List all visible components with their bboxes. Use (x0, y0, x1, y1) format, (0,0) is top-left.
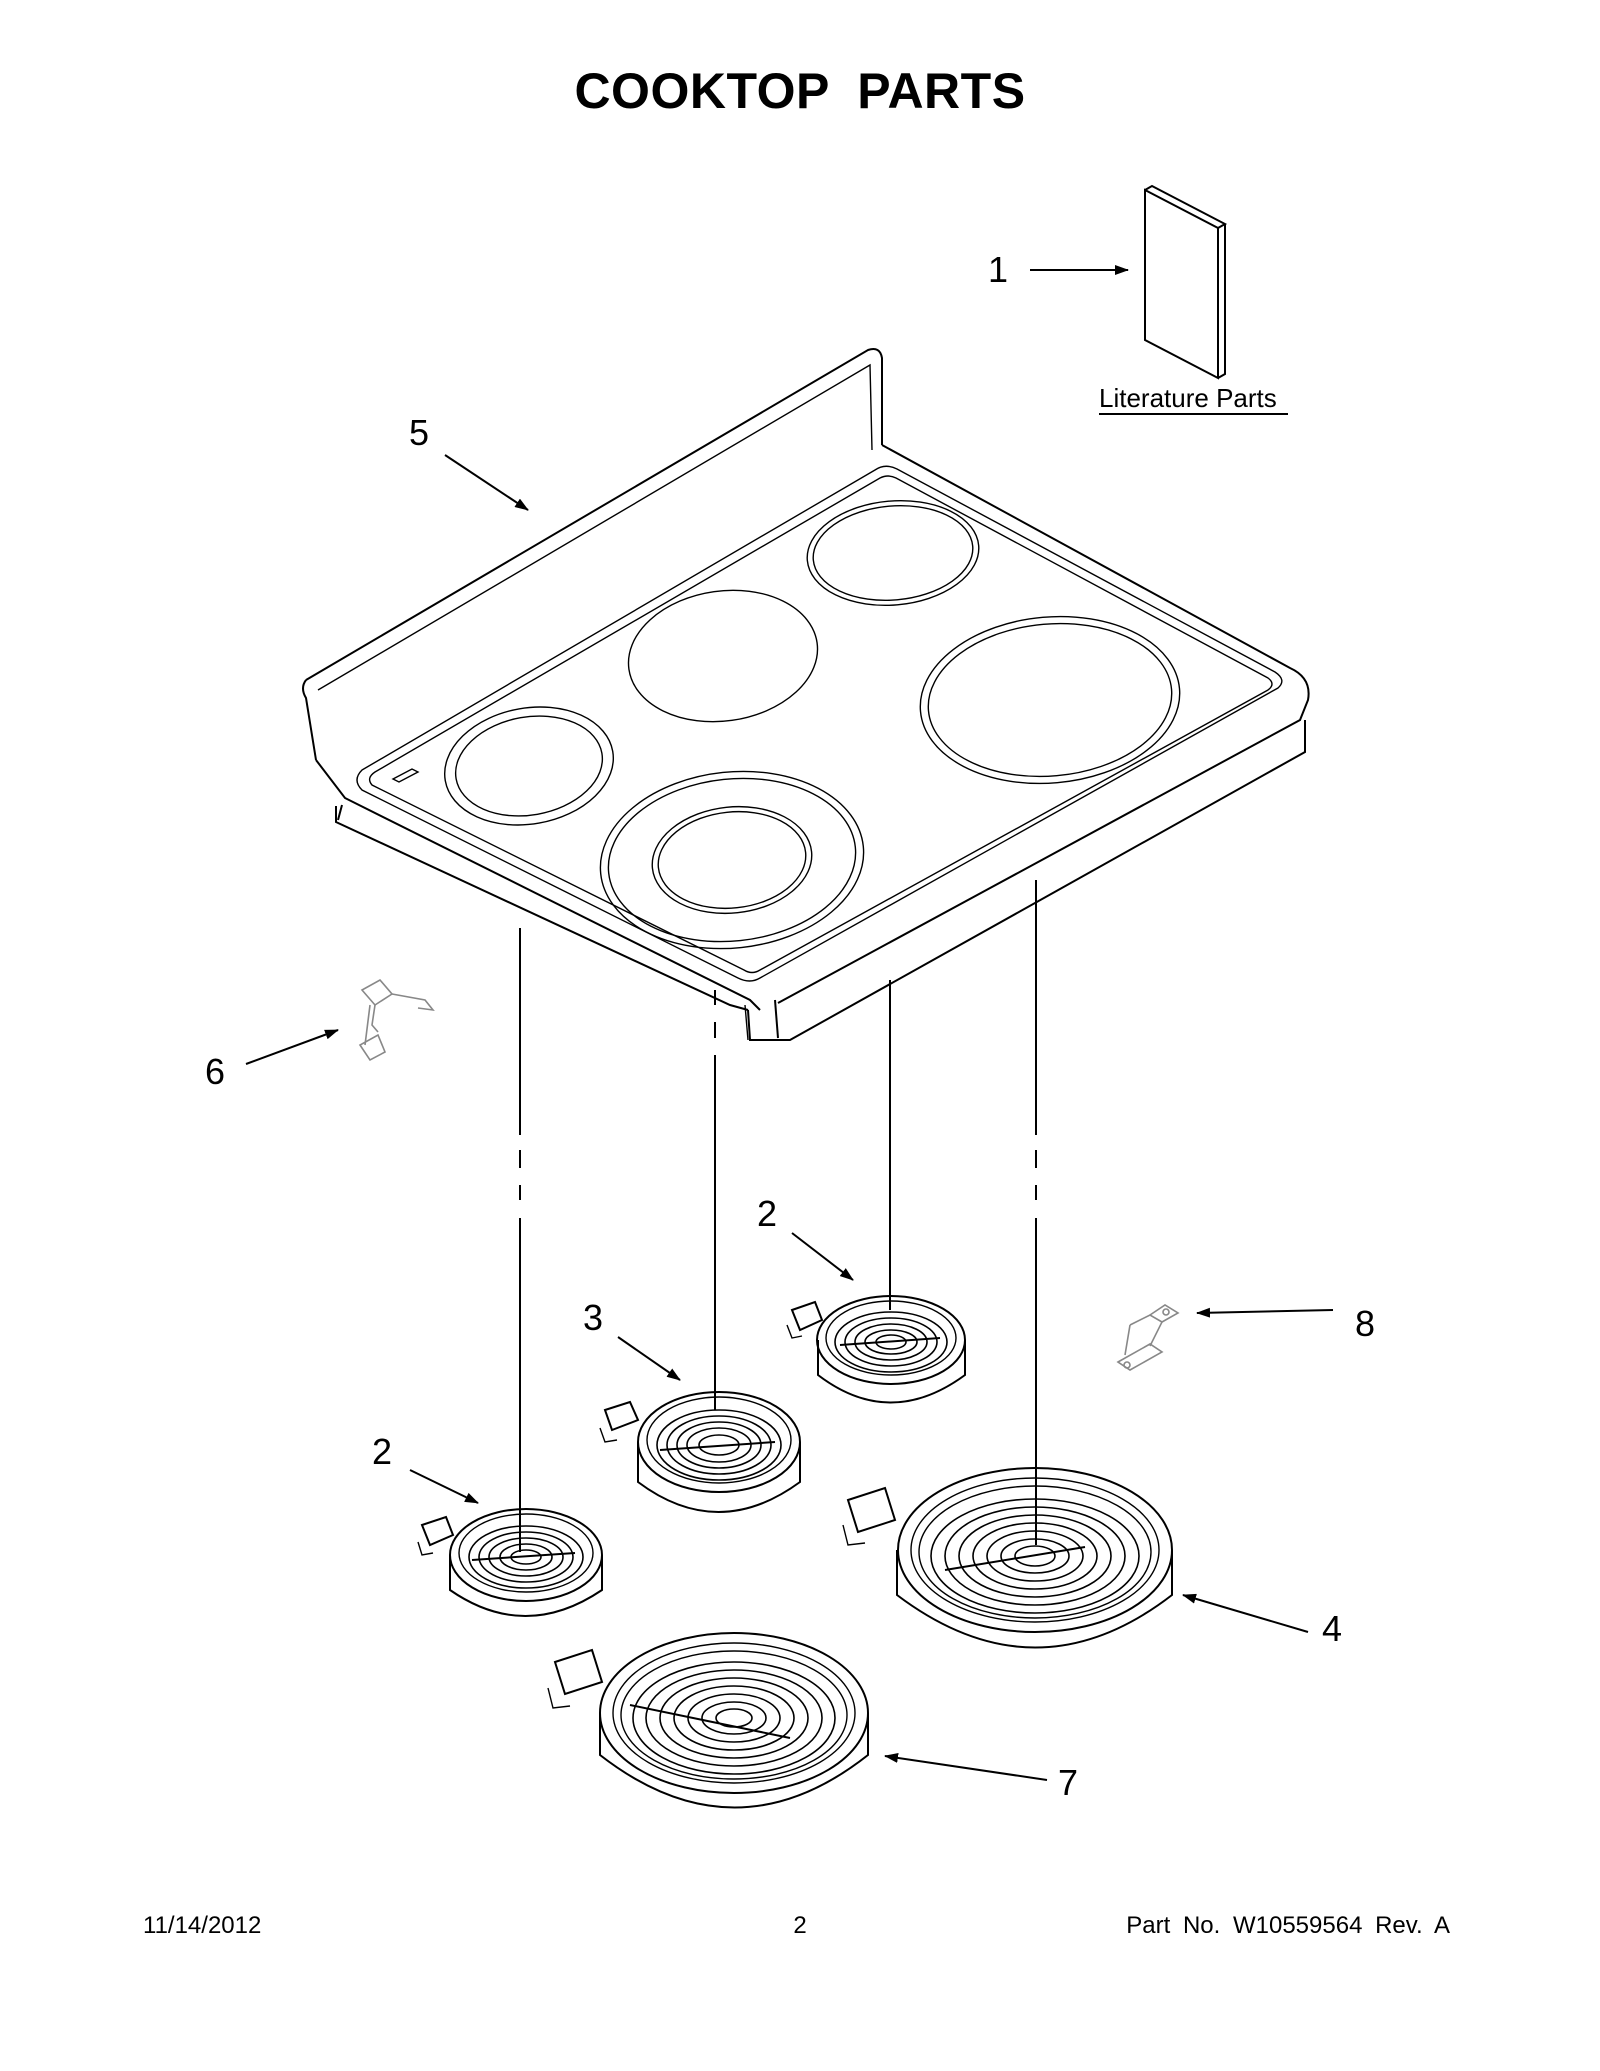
callout-3-number: 3 (583, 1297, 603, 1338)
callout-4-number: 4 (1322, 1608, 1342, 1649)
callout-2a-arrow (791, 1232, 854, 1281)
literature-book-illustration (1144, 184, 1228, 380)
literature-parts-label: Literature Parts (1099, 383, 1277, 413)
surface-element-3 (599, 1391, 801, 1513)
cooktop-main-top-illustration (302, 348, 1310, 1041)
surface-element-2-upper (786, 1295, 966, 1404)
callout-7-arrow (884, 1752, 1048, 1781)
callout-3-arrow (617, 1336, 681, 1381)
surface-element-4 (842, 1467, 1173, 1649)
page-number: 2 (793, 1912, 807, 1939)
callout-2b-arrow (409, 1469, 479, 1504)
callout-6-arrow (245, 1029, 339, 1065)
alignment-lines (519, 880, 1037, 1552)
callout-7: 7 (884, 1752, 1078, 1803)
surface-element-7 (547, 1632, 869, 1809)
callout-5: 5 (409, 412, 529, 511)
part-number: Part No. W10559564 Rev. A (1126, 1912, 1450, 1939)
callout-2a: 2 (757, 1193, 854, 1281)
callout-5-number: 5 (409, 412, 429, 453)
callout-1-number: 1 (988, 249, 1008, 290)
bracket-6-illustration (358, 978, 435, 1062)
callout-8-number: 8 (1355, 1303, 1375, 1344)
callout-2b: 2 (372, 1431, 479, 1504)
bracket-8-illustration (1116, 1304, 1180, 1371)
callout-3: 3 (583, 1297, 681, 1381)
page-title: COOKTOP PARTS (574, 63, 1026, 119)
callout-6: 6 (205, 1029, 339, 1092)
callout-5-arrow (444, 454, 529, 511)
callout-2b-number: 2 (372, 1431, 392, 1472)
callout-8: 8 (1196, 1303, 1375, 1344)
callout-2a-number: 2 (757, 1193, 777, 1234)
surface-element-2-lower (417, 1508, 603, 1617)
callout-6-number: 6 (205, 1051, 225, 1092)
callout-7-number: 7 (1058, 1762, 1078, 1803)
print-date: 11/14/2012 (143, 1912, 262, 1939)
callout-4: 4 (1182, 1593, 1342, 1649)
callout-1: 1 (988, 249, 1129, 290)
callout-8-arrow (1196, 1307, 1334, 1318)
callout-4-arrow (1182, 1593, 1309, 1633)
